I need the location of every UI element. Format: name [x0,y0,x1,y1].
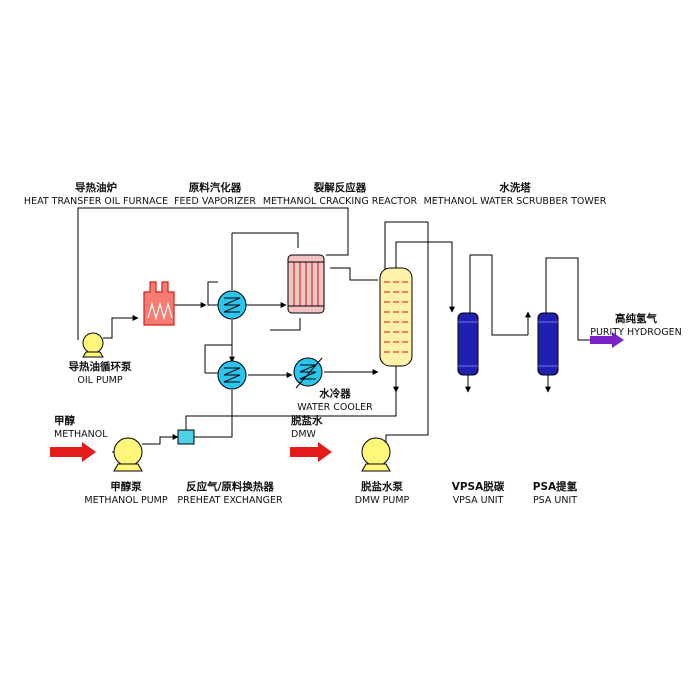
pipe-lines [77,207,590,445]
methanol-en-label: METHANOL [54,429,108,440]
heat-transfer-oil-furnace [143,281,175,326]
dmw-pump [361,437,391,472]
vpsa-to-psa-line [469,254,528,336]
reactor-cn-label: 裂解反应器 [313,181,367,194]
preheat-exchanger-box [177,429,195,445]
dmw-pump-en-label: DMW PUMP [355,495,410,506]
psa-en-label: PSA UNIT [533,495,577,506]
preheat-left-line [204,344,232,373]
vpsa-en-label: VPSA UNIT [453,495,504,506]
water-cooler-en-label: WATER COOLER [297,402,373,413]
methanol-pump-to-mixbox-line [142,434,179,445]
oil-pump-to-furnace-line [103,315,139,339]
hydrogen-product-arrow [590,332,624,348]
methanol-pump [113,437,143,472]
dmw-en-label: DMW [291,429,317,440]
furnace-cn-label: 导热油炉 [75,181,117,194]
dmw-feed-arrow [290,442,332,462]
feed-vaporizer [217,290,247,320]
methanol-cracking-reactor [287,254,325,314]
preheat-en-label: PREHEAT EXCHANGER [177,495,283,506]
water-scrubber-tower [379,267,413,367]
oil-loop-top-line [77,207,349,340]
methanol-pump-en-label: METHANOL PUMP [84,495,167,506]
dmw-pump-cn-label: 脱盐水泵 [361,480,403,493]
vaporizer-cn-label: 原料汽化器 [189,181,242,194]
psa-cn-label: PSA提氢 [533,480,578,493]
vaporizer-en-label: FEED VAPORIZER [174,196,256,207]
dmw-to-scrubber-top-line [384,221,428,270]
psa-column [537,312,559,376]
dmw-cn-label: 脱盐水 [291,414,323,427]
vaporizer-side-line [207,281,218,306]
methanol-feed-arrow [50,442,96,462]
reactor-top-line [232,232,299,248]
oil-pump-cn-label: 导热油循环泵 [69,360,132,373]
scrubber-cn-label: 水洗塔 [498,181,531,194]
psa-loop-line [545,257,590,341]
methanol-cn-label: 甲醇 [54,414,75,427]
water-cooler [293,357,323,389]
preheat-to-mixbox-line [194,390,233,438]
dmw-pump-line [385,222,429,445]
scrubber-en-label: METHANOL WATER SCRUBBER TOWER [424,196,607,207]
preheat-cn-label: 反应气/原料换热器 [186,480,274,493]
reactor-en-label: METHANOL CRACKING REACTOR [263,196,418,207]
vpsa-cn-label: VPSA脱碳 [452,480,505,493]
preheat-exchanger-round [217,360,247,390]
water-cooler-cn-label: 水冷器 [318,387,351,400]
mixbox-to-scrubber-line [185,375,397,430]
reactor-to-scrubber-line [330,267,378,281]
methanol-pump-cn-label: 甲醇泵 [110,480,142,493]
vpsa-column [457,312,479,376]
furnace-en-label: HEAT TRANSFER OIL FURNACE [24,196,168,207]
hydrogen-cn-label: 高纯氢气 [615,312,657,325]
scrubber-to-vpsa-line [395,241,455,313]
oil-pump [82,332,104,358]
reactor-bottom-line [270,318,301,331]
oil-pump-en-label: OIL PUMP [77,375,122,386]
hydrogen-en-label: PURITY HYDROGEN [590,327,682,338]
labels: 导热油炉 HEAT TRANSFER OIL FURNACE 原料汽化器 FEE… [24,181,682,506]
